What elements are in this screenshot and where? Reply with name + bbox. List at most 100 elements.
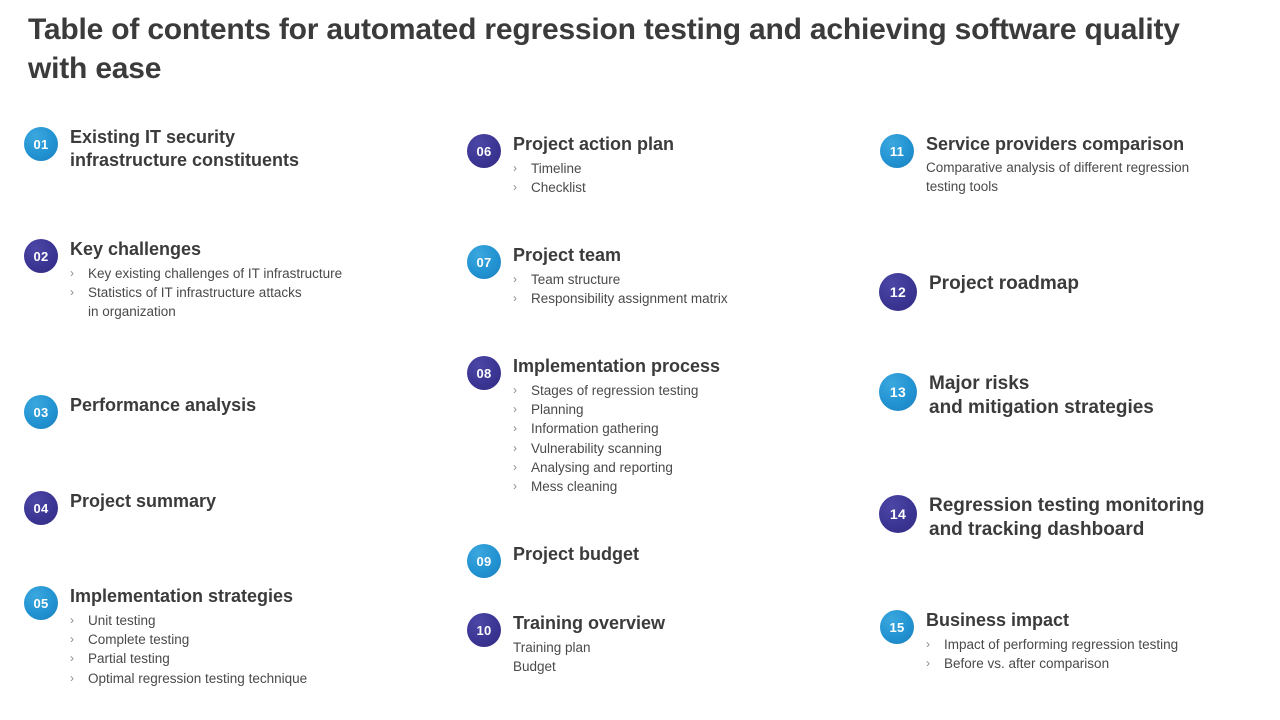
toc-subitem-label: Optimal regression testing technique	[88, 670, 308, 686]
chevron-right-icon: ›	[513, 180, 517, 195]
chevron-right-icon: ›	[513, 440, 517, 455]
chevron-right-icon: ›	[513, 478, 517, 493]
toc-entry-title[interactable]: Project action plan	[513, 134, 675, 154]
toc-subitem[interactable]: › Mess cleaning	[513, 477, 720, 496]
toc-number-badge: 04	[24, 491, 58, 525]
toc-number-badge: 06	[467, 134, 501, 168]
toc-entry-13[interactable]: 13 Major risks and mitigation strategies	[879, 372, 1154, 421]
toc-entry-title[interactable]: Key challenges	[70, 239, 202, 259]
toc-subitem[interactable]: ›Stages of regression testing	[513, 381, 720, 400]
toc-entry-title[interactable]: Implementation strategies	[70, 586, 294, 606]
toc-subitem-label: Planning	[531, 402, 584, 418]
toc-number-badge: 03	[24, 395, 58, 429]
chevron-right-icon: ›	[513, 459, 517, 474]
chevron-right-icon: ›	[513, 161, 517, 176]
toc-subitem-label: Timeline	[531, 161, 582, 177]
toc-subitem[interactable]: › Optimal regression testing technique	[70, 669, 307, 688]
page-title: Table of contents for automated regressi…	[28, 13, 1180, 86]
toc-subitem[interactable]: › Complete testing	[70, 630, 307, 649]
toc-entry-body: Project budget	[513, 543, 639, 566]
toc-subitem[interactable]: ›Responsibility assignment matrix	[513, 289, 728, 308]
chevron-right-icon: ›	[70, 651, 74, 666]
toc-entry-body: Project summary	[70, 490, 216, 513]
toc-subitem[interactable]: ›Vulnerability scanning	[513, 439, 720, 458]
toc-entry-title[interactable]: Project roadmap	[929, 273, 1079, 294]
toc-subitem-label: Team structure	[531, 272, 621, 288]
toc-subitem[interactable]: ›Impact of performing regression testing	[926, 635, 1178, 654]
toc-subitem-list: › Unit testing › Complete testing›Partial t…	[70, 611, 307, 688]
chevron-right-icon: ›	[513, 402, 517, 417]
toc-entry-title[interactable]: Project budget	[513, 544, 640, 564]
toc-number-badge: 15	[880, 610, 914, 644]
toc-subitem[interactable]: › Statistics of IT infrastructure attacks…	[70, 283, 342, 321]
toc-subitem[interactable]: Training plan	[513, 640, 591, 656]
toc-entry-body: Project team ›Team structure›Responsibili…	[513, 244, 728, 308]
toc-number-badge: 13	[879, 373, 917, 411]
toc-entry-title[interactable]: Major risks and mitigation strategies	[929, 373, 1154, 419]
chevron-right-icon: ›	[70, 632, 74, 647]
toc-entry-title[interactable]: Regression testing monitoring and tracki…	[929, 495, 1205, 541]
toc-entry-title[interactable]: Service providers comparison	[926, 134, 1185, 154]
toc-subitem[interactable]: › Planning	[513, 400, 720, 419]
toc-entry-title[interactable]: Project team	[513, 245, 622, 265]
toc-subitem[interactable]: ›Before vs. after comparison	[926, 654, 1178, 673]
toc-subitem-label: Analysing and reporting	[531, 459, 673, 475]
toc-subitem[interactable]: › Unit testing	[70, 611, 307, 630]
toc-subitem[interactable]: › Analysing and reporting	[513, 458, 720, 477]
chevron-right-icon: ›	[70, 285, 74, 300]
toc-entry-03[interactable]: 03 Performance analysis	[24, 394, 256, 429]
toc-subitem[interactable]: Budget	[513, 659, 556, 675]
toc-entry-body: Project roadmap	[929, 272, 1079, 296]
toc-subitem[interactable]: ›Partial testing	[70, 649, 307, 668]
toc-entry-body: Performance analysis	[70, 394, 256, 417]
toc-subitem-label: Impact of performing regression testing	[944, 637, 1179, 653]
toc-entry-body: Business impact›Impact of performing reg…	[926, 609, 1178, 673]
toc-entry-title[interactable]: Implementation process	[513, 356, 721, 376]
toc-subitem-label: Complete testing	[88, 632, 190, 648]
toc-subitem-label: Checklist	[531, 180, 586, 196]
toc-subitem[interactable]: › Key existing challenges of IT infrastru…	[70, 264, 342, 283]
toc-subitem[interactable]: › Timeline	[513, 159, 674, 178]
toc-entry-body: Implementation strategies › Unit testing › C…	[70, 585, 307, 688]
toc-subitem-label: Mess cleaning	[531, 478, 618, 494]
toc-entry-title[interactable]: Training overview	[513, 613, 666, 633]
toc-subitem[interactable]: ›Team structure	[513, 270, 728, 289]
toc-subitem-list: ›Team structure›Responsibility assignmen…	[513, 270, 728, 308]
toc-number-badge: 11	[880, 134, 914, 168]
toc-entry-title[interactable]: Project summary	[70, 491, 217, 511]
chevron-right-icon: ›	[70, 613, 74, 628]
toc-subitem-label: Key existing challenges of IT infrastruc…	[88, 266, 343, 282]
toc-entry-body: Project action plan › Timeline › Checklist	[513, 133, 674, 197]
toc-subitem-label: Statistics of IT infrastructure attacks …	[88, 285, 302, 320]
toc-entry-body: Regression testing monitoring and tracki…	[929, 494, 1205, 543]
toc-subitem[interactable]: ›Information gathering	[513, 419, 720, 438]
toc-subitem-list: › Timeline › Checklist	[513, 159, 674, 197]
toc-entry-04[interactable]: 04 Project summary	[24, 490, 216, 525]
chevron-right-icon: ›	[926, 656, 930, 671]
toc-number-badge: 10	[467, 613, 501, 647]
toc-subitem-label: Unit testing	[88, 613, 156, 629]
chevron-right-icon: ›	[513, 421, 517, 436]
toc-entry-title[interactable]: Existing IT security infrastructure cons…	[70, 127, 300, 171]
toc-subitem[interactable]: › Checklist	[513, 178, 674, 197]
chevron-right-icon: ›	[70, 670, 74, 685]
toc-subitem-list: › Key existing challenges of IT infrastru…	[70, 264, 342, 321]
toc-entry-06[interactable]: 06 Project action plan › Timeline › Checklist	[467, 133, 674, 197]
chevron-right-icon: ›	[70, 266, 74, 281]
toc-entry-title[interactable]: Business impact	[926, 610, 1070, 630]
toc-entry-title[interactable]: Performance analysis	[70, 395, 257, 415]
